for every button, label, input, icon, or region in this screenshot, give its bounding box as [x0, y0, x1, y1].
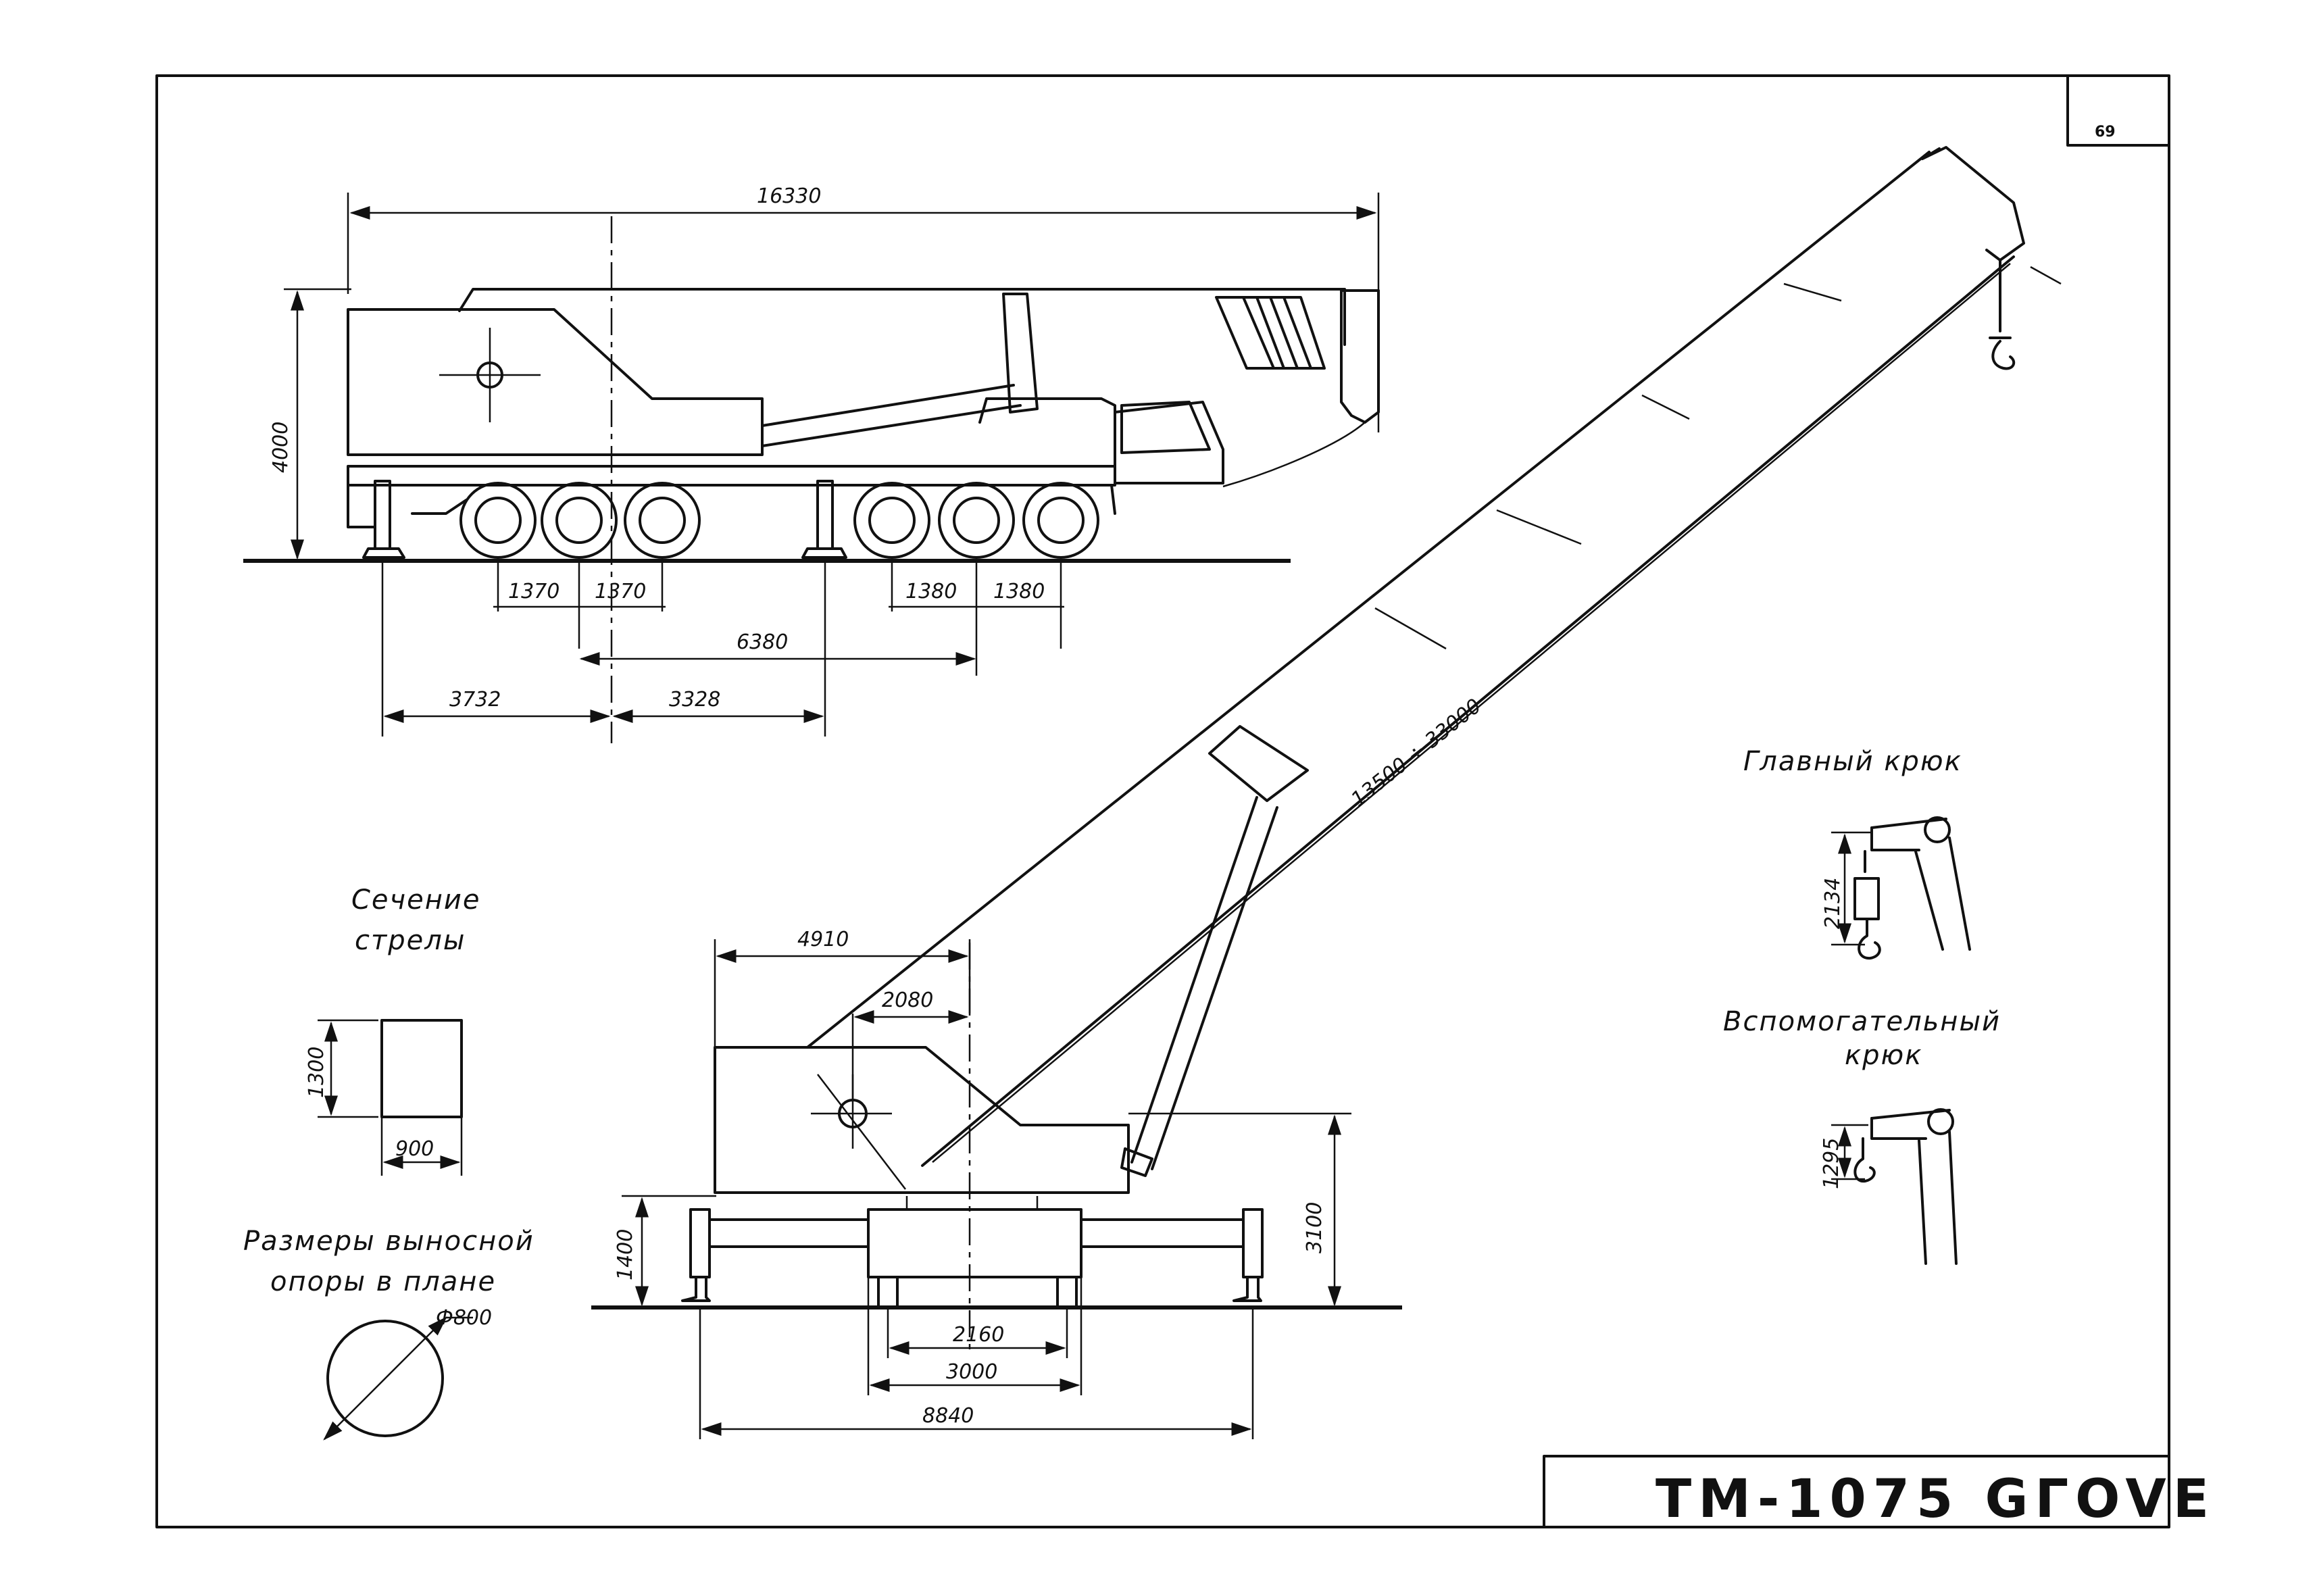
boom-section: Сечение стрелы 1300 900 [305, 884, 481, 1176]
wheel [853, 482, 930, 559]
aux-hook-label-1: Вспомогательный [1723, 1006, 2001, 1037]
outrigger-pad: Размеры выносной опоры в плане Ф800 [243, 1226, 534, 1441]
dim-outrigger-pad-diameter: Ф800 [436, 1306, 492, 1330]
dim-track-outer: 3000 [946, 1360, 997, 1384]
dim-line-boom-length [932, 263, 2011, 1163]
page-number-box: 69 [2066, 74, 2170, 147]
side-view: 16330 4000 [243, 184, 1380, 743]
main-hook-label: Главный крюк [1743, 746, 1962, 777]
dim-boom-section-height: 1300 [305, 1047, 328, 1098]
boom-section-label-1: Сечение [351, 884, 481, 916]
dim-axle-spacing-1: 1370 [508, 580, 559, 603]
boom-pivot-side [476, 361, 503, 389]
wheel [1022, 482, 1099, 559]
front-luffing-cylinder [1130, 796, 1278, 1170]
outrigger-pad-label-2: опоры в плане [270, 1266, 496, 1297]
dim-pivot-height: 3100 [1303, 1202, 1326, 1253]
boom-tip-hook [1985, 249, 2016, 370]
outrigger-jack-rear [374, 480, 391, 550]
boom-section-label-2: стрелы [355, 925, 466, 956]
dim-aux-hook: 1295 [1820, 1138, 1843, 1189]
dim-axle-base: 6380 [737, 630, 788, 654]
dim-axle-spacing-4: 1380 [993, 580, 1045, 603]
luffing-cylinder [761, 384, 1022, 447]
page-number: 69 [2095, 124, 2116, 141]
dim-outrigger-span: 8840 [922, 1404, 974, 1428]
outrigger-pad-label-1: Размеры выносной [243, 1226, 534, 1257]
dim-main-hook: 2134 [1821, 878, 1845, 929]
dim-outrigger-height: 1400 [614, 1229, 637, 1280]
title-block: TM-1075 GГOVE [1543, 1455, 2216, 1530]
dim-boom-offset: 4910 [797, 928, 849, 951]
front-outrigger-beam-right [1242, 1208, 1264, 1278]
wheel [541, 482, 618, 559]
wheel [459, 482, 537, 559]
main-hook-block [1853, 850, 1881, 960]
front-superstructure [714, 1046, 1130, 1194]
dim-axle-spacing-2: 1370 [595, 580, 646, 603]
front-outrigger-beam-left [689, 1208, 711, 1278]
dim-pivot-offset: 2080 [882, 989, 933, 1012]
aux-hook: Вспомогательный крюк 1295 [1723, 1006, 2001, 1265]
cab-window [1120, 401, 1211, 454]
main-hook: Главный крюк 2134 [1743, 746, 1971, 960]
dim-overall-height: 4000 [269, 422, 293, 473]
dim-track-inner: 2160 [953, 1323, 1004, 1347]
front-view: 13500 ÷ 33000 4910 2080 [591, 146, 2062, 1439]
dim-outrigger-front: 3732 [449, 688, 501, 712]
aux-hook-block [1853, 1137, 1876, 1183]
dim-axle-spacing-3: 1380 [905, 580, 957, 603]
outrigger-jack-front [816, 480, 834, 550]
telescopic-boom [806, 151, 2015, 1167]
dim-overall-length: 16330 [757, 184, 821, 208]
drawing-frame [155, 74, 2170, 1528]
drawing-title: TM-1075 GГOVE [1656, 1469, 2216, 1530]
dim-boom-length: 13500 ÷ 33000 [1347, 695, 1486, 812]
wheel [938, 482, 1015, 559]
dim-boom-section-width: 900 [395, 1137, 434, 1161]
dim-outrigger-rear: 3328 [669, 688, 720, 712]
front-carrier [867, 1208, 1082, 1278]
carrier-frame [347, 465, 1116, 487]
boom-section-profile [380, 1019, 463, 1118]
aux-hook-label-2: крюк [1845, 1040, 1922, 1071]
superstructure [347, 308, 764, 456]
wheel [624, 482, 701, 559]
